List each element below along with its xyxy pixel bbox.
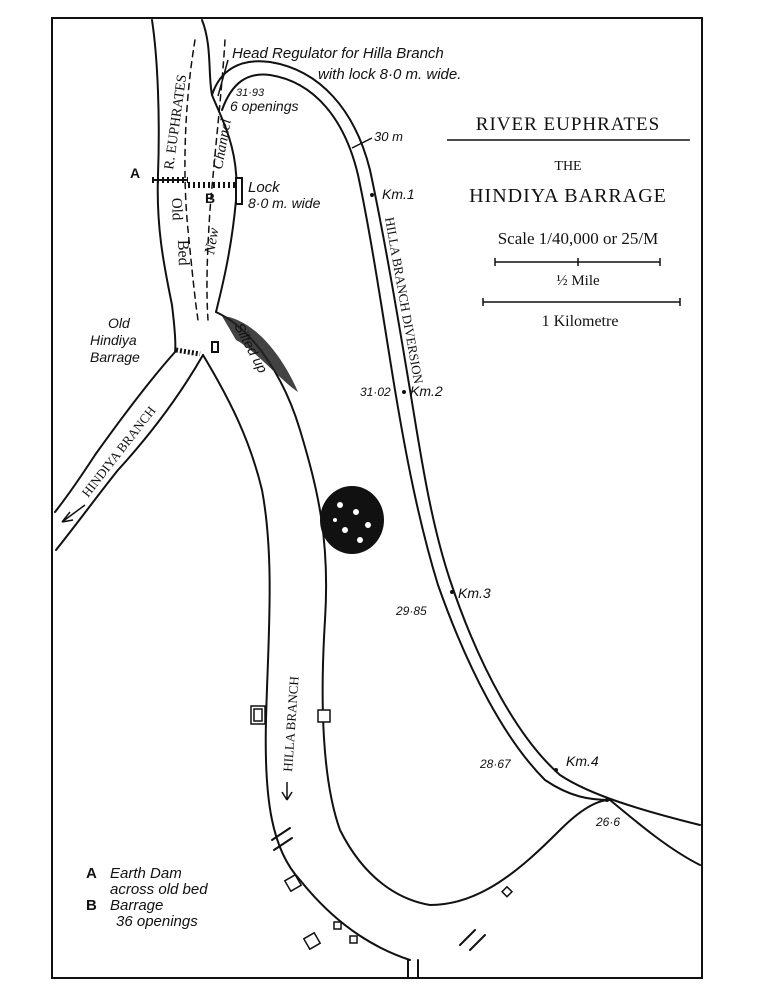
head-regulator-line2: with lock 8·0 m. wide. (318, 66, 461, 83)
old-bed-label-1: Old (168, 198, 185, 222)
km4-marker (554, 768, 558, 772)
level-3: 29·85 (395, 604, 427, 618)
lock-line2: 8·0 m. wide (248, 195, 321, 211)
legend-a-line2: across old bed (110, 881, 208, 898)
km2-marker (402, 390, 406, 394)
title-line1: RIVER EUPHRATES (476, 114, 660, 135)
level-2: 31·02 (360, 385, 391, 399)
hindiya-branch-upper-bank (54, 351, 176, 513)
point-a: A (130, 165, 140, 181)
old-hindiya-label-2: Hindiya (90, 332, 137, 348)
hindiya-flow-arrow (61, 504, 86, 523)
legend-b-key: B (86, 897, 97, 914)
legend-a-line1: Earth Dam (110, 865, 182, 882)
hilla-branch-label: HILLA BRANCH (280, 676, 302, 773)
old-bed-dashed (184, 39, 199, 321)
title-line3: HINDIYA BARRAGE (469, 185, 667, 207)
map-frame (51, 17, 703, 979)
km4-label: Km.4 (566, 753, 599, 769)
km1-marker (370, 193, 374, 197)
scale-half-mile: ½ Mile (556, 273, 600, 289)
scale-kilometre: 1 Kilometre (542, 313, 619, 330)
km2-label: Km.2 (410, 383, 443, 399)
building-6 (349, 935, 358, 944)
hindiya-branch-lower-bank (55, 354, 204, 551)
km1-label: Km.1 (382, 186, 415, 202)
old-hindiya-label-1: Old (108, 315, 131, 331)
building-5 (333, 921, 342, 930)
palm-grove (320, 486, 384, 554)
hilla-branch-right-bank (215, 311, 611, 906)
silted-up-area (222, 316, 298, 392)
building-4 (302, 931, 322, 951)
diversion-inner-bank (221, 73, 611, 801)
head-regulator-arrow (217, 59, 229, 97)
hilla-flow-arrow (281, 782, 293, 801)
legend-b-line2: 36 openings (116, 913, 198, 930)
legend-a-key: A (86, 865, 97, 882)
euphrates-left-bank (151, 19, 177, 353)
canal-2 (407, 959, 419, 979)
canal-1 (271, 827, 293, 851)
thirty-m: 30 m (374, 129, 403, 144)
legend-b-line1: Barrage (110, 897, 163, 914)
hilla-branch-left-bank (202, 354, 411, 961)
canal-3 (459, 929, 486, 951)
km3-label: Km.3 (458, 585, 491, 601)
euphrates-right-bank (201, 19, 238, 313)
old-hindiya-barrage (175, 347, 201, 357)
level-4: 28·67 (479, 757, 512, 771)
point-b: B (205, 190, 215, 206)
building-7 (500, 885, 514, 898)
title-line2: THE (554, 159, 581, 174)
level-5: 26·6 (595, 815, 620, 829)
scale-text: Scale 1/40,000 or 25/M (498, 229, 659, 248)
building-2 (317, 709, 331, 723)
new-channel-label-1: New (202, 227, 223, 257)
barrage-small-building (211, 341, 219, 353)
km3-marker (450, 590, 454, 594)
six-openings: 6 openings (230, 98, 299, 114)
thirty-m-arrow (351, 137, 373, 149)
old-bed-label-2: Bed (174, 240, 192, 266)
lock-line1: Lock (248, 179, 281, 196)
head-regulator-line1: Head Regulator for Hilla Branch (232, 45, 444, 62)
building-3 (283, 873, 303, 893)
junction-marker (605, 798, 609, 802)
diversion-outer-bank (211, 60, 701, 826)
level-1: 31·93 (236, 87, 265, 99)
old-hindiya-label-3: Barrage (90, 349, 140, 365)
lower-river-bank (609, 799, 701, 866)
lock-structure (235, 177, 243, 205)
